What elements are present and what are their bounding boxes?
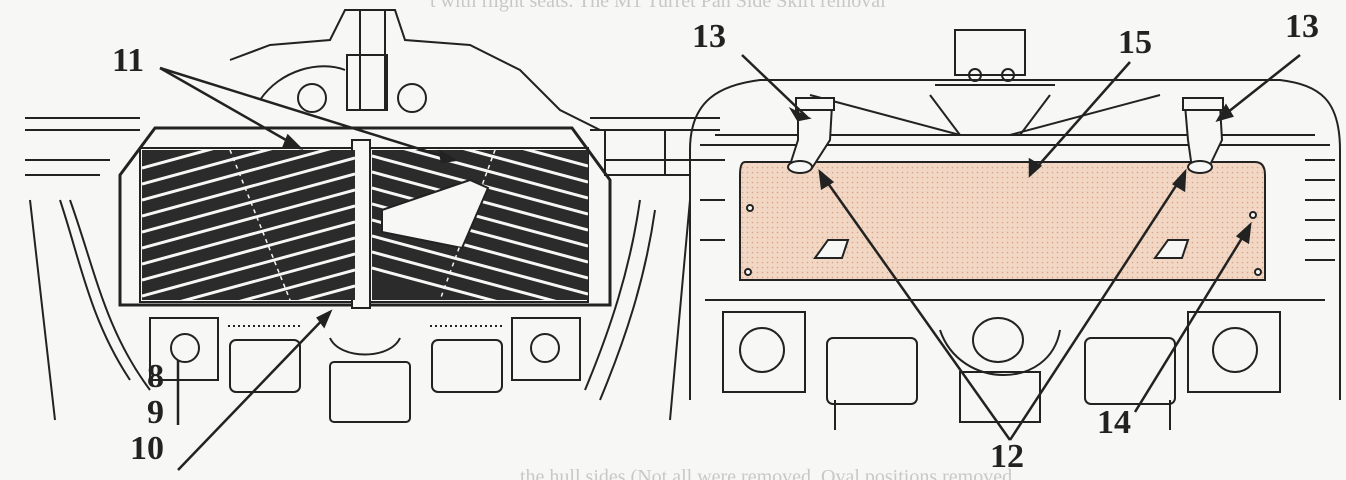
right-grille-slats bbox=[372, 150, 588, 300]
cover-handles bbox=[744, 204, 1262, 276]
right-leader-lines bbox=[741, 54, 1301, 441]
left-grille-slats bbox=[142, 150, 355, 300]
callout-9: 9 bbox=[147, 394, 164, 431]
callout-12: 12 bbox=[990, 438, 1024, 475]
callout-8: 8 bbox=[147, 358, 164, 395]
bleed-text-bottom: the hull sides (Not all were removed. Ov… bbox=[520, 466, 1013, 480]
callout-13-left: 13 bbox=[692, 18, 726, 55]
bleed-through-text-top: t with flight seats. The M1 Turret Pan S… bbox=[0, 0, 1346, 20]
bleed-through-text-bottom: the hull sides (Not all were removed. Ov… bbox=[0, 462, 1346, 480]
callout-14: 14 bbox=[1097, 404, 1131, 441]
callout-11: 11 bbox=[112, 42, 145, 79]
right-panel-drawing bbox=[689, 29, 1341, 430]
left-panel-drawing bbox=[25, 9, 720, 423]
bleed-text-top: t with flight seats. The M1 Turret Pan S… bbox=[430, 0, 886, 12]
cover-plate bbox=[739, 161, 1266, 281]
callout-15: 15 bbox=[1118, 24, 1152, 61]
callout-10: 10 bbox=[130, 430, 164, 467]
left-leader-lines bbox=[159, 66, 459, 471]
callout-13-right: 13 bbox=[1285, 8, 1319, 45]
